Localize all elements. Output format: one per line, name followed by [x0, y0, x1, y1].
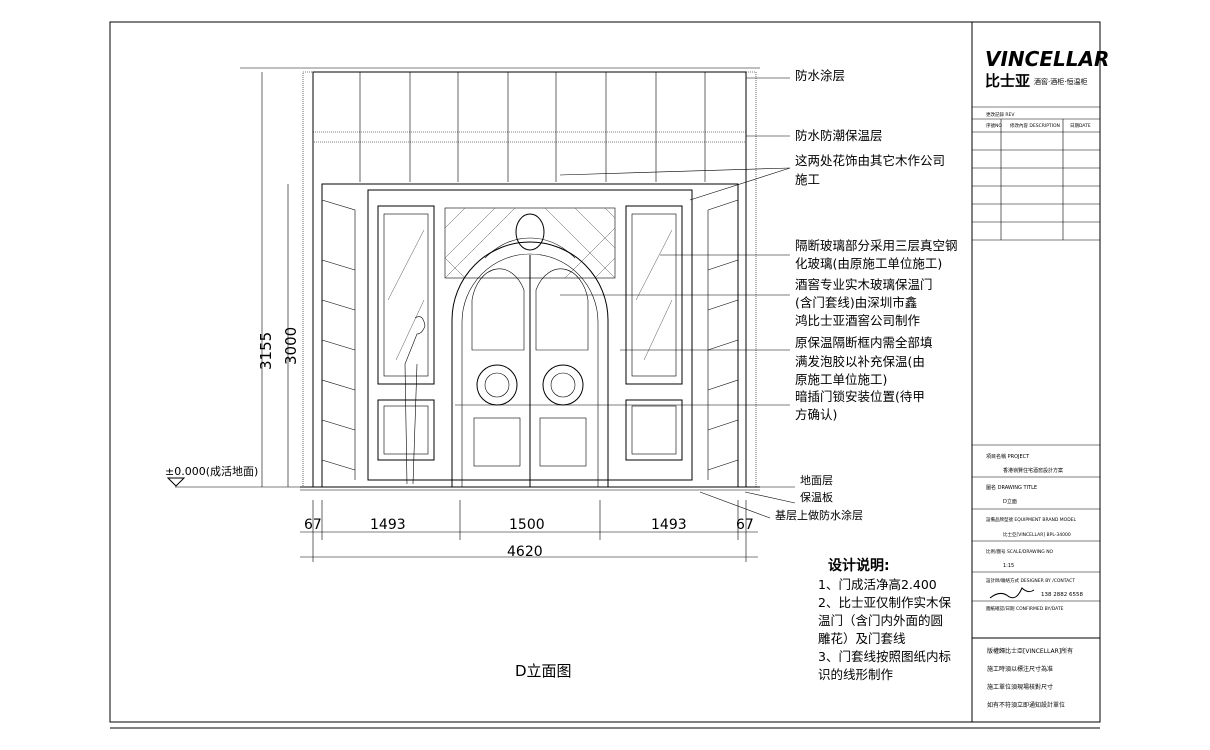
ornament — [515, 213, 545, 251]
dim-height-outer: 3155 — [257, 332, 275, 370]
project-label: 項目名稱 PROJECT — [986, 453, 1030, 460]
annotation: 满发泡胶以补充保温(由 — [795, 354, 925, 369]
annotation: 原施工单位施工) — [795, 372, 887, 387]
annotation: (含门套线)由深圳市鑫 — [795, 295, 917, 310]
col-date: 日期DATE — [1070, 123, 1091, 129]
annotation: 暗插门锁安装位置(待甲 — [795, 389, 925, 404]
col-no: 序號NO — [986, 122, 1002, 129]
note-line: 温门（含门内外面的圆 — [818, 613, 943, 628]
floor-label: 基层上做防水涂层 — [775, 508, 863, 522]
note-line: 1、门成活净高2.400 — [818, 577, 937, 592]
annotation: 化玻璃(由原施工单位施工) — [795, 256, 942, 271]
project-name: 香港嶺賢住宅酒窖設計方案 — [1003, 467, 1063, 474]
logo: VINCELLAR — [985, 47, 1109, 71]
notes-title: 设计说明: — [828, 557, 890, 574]
arched-door — [451, 241, 609, 487]
sheet-border — [109, 21, 1101, 723]
level-label: ±0.000(成活地面) — [165, 465, 258, 478]
designer-label: 設計師/聯絡方式 DESIGNER BY /CONTACT — [986, 577, 1075, 584]
annotation: 酒窖专业实木玻璃保温门 — [795, 277, 933, 292]
footer-line: 版權歸比士亞[VINCELLAR]所有 — [987, 647, 1073, 655]
drawing-name: D立面 — [1003, 498, 1017, 505]
annotation: 隔断玻璃部分采用三层真空钢 — [795, 238, 958, 253]
leader-lines — [455, 77, 796, 519]
designer-phone: 138 2882 6558 — [1041, 592, 1083, 598]
annotation: 防水涂层 — [795, 68, 845, 83]
brand-value: 比士亞[VINCELLAR] BPL-34000 — [1003, 531, 1071, 538]
drawing-title: D立面图 — [515, 662, 572, 680]
footer-line: 施工時須以標注尺寸為准 — [987, 665, 1053, 673]
note-line: 雕花）及门套线 — [818, 631, 906, 646]
annotation: 防水防潮保温层 — [795, 128, 883, 143]
dim-total: 4620 — [507, 544, 543, 560]
signature — [989, 587, 1035, 599]
dim-label: 67 — [304, 517, 322, 533]
drawing-label: 圖名 DRAWING TITLE — [986, 484, 1037, 491]
scale-label: 比例/圖号 SCALE/DRAWING NO — [986, 548, 1054, 555]
floor-label: 地面层 — [800, 474, 833, 487]
dim-height-inner: 3000 — [282, 327, 300, 365]
dim-label: 1493 — [370, 517, 406, 533]
note-line: 识的线形制作 — [818, 667, 894, 682]
title-block: VINCELLAR 比士亚 酒窖·酒柜·恒温柜 更改記錄 REV 序號NO 修改… — [972, 47, 1109, 709]
elevation: ±0.000(成活地面) 3155 3000 67 1493 1500 1493… — [165, 67, 760, 562]
rev-label: 更改記錄 REV — [986, 111, 1015, 118]
dim-label: 67 — [736, 517, 754, 533]
floor-label: 保温板 — [800, 490, 833, 504]
logo-cn: 比士亚 — [985, 72, 1030, 90]
footer-line: 如有不符須立即通知設計單位 — [987, 701, 1065, 709]
dim-label: 1493 — [651, 517, 687, 533]
footer-line: 施工單位須現場核對尺寸 — [987, 683, 1053, 691]
dim-label: 1500 — [509, 517, 545, 533]
confirm-label: 圖紙確認/日期 CONFIRMED BY/DATE — [986, 605, 1064, 612]
note-line: 3、门套线按照图纸内标 — [818, 649, 951, 664]
annotation: 方确认) — [795, 407, 837, 422]
level-marker-icon — [166, 477, 186, 487]
scale-value: 1:15 — [1003, 563, 1014, 569]
annotation: 这两处花饰由其它木作公司 — [795, 153, 945, 168]
col-desc: 修改內容 DESCRIPTION — [1010, 122, 1060, 129]
logo-tag: 酒窖·酒柜·恒温柜 — [1034, 77, 1087, 86]
annotation: 原保温隔断框内需全部填 — [795, 335, 933, 350]
annotation: 鸿比士亚酒窖公司制作 — [795, 313, 921, 328]
design-notes: 设计说明: 1、门成活净高2.400 2、比士亚仅制作实木保 温门（含门内外面的… — [818, 557, 951, 682]
annotations: 防水涂层 防水防潮保温层 这两处花饰由其它木作公司 施工 隔断玻璃部分采用三层真… — [775, 68, 958, 522]
brand-label: 設備品牌型號 EQUIPMENT BRAND MODEL — [986, 516, 1077, 523]
annotation: 施工 — [795, 172, 820, 187]
human-figure — [404, 316, 426, 485]
note-line: 2、比士亚仅制作实木保 — [818, 595, 951, 610]
